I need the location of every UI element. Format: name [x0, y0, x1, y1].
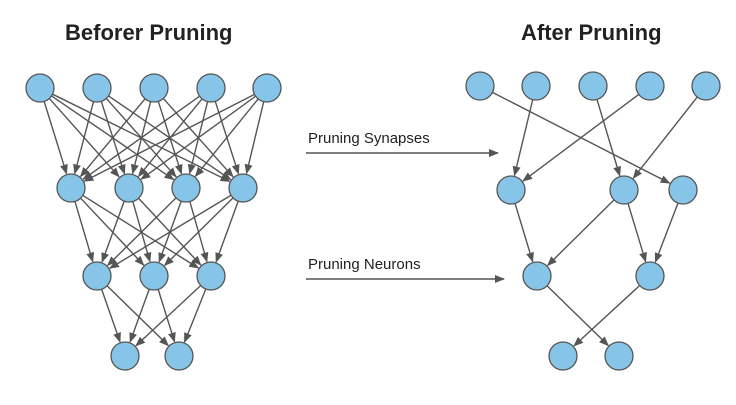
pruning-arrows	[306, 149, 505, 283]
after-edge-L1N1-L2N1	[627, 203, 647, 263]
after-edge-L0N1-L1N0	[512, 99, 534, 177]
after-node-L1N1	[609, 175, 639, 205]
before-edge-L0N4-L1N2	[194, 98, 259, 178]
after-edge-L1N2-L2N1	[654, 202, 679, 263]
before-edge-L1N0-L2N2	[82, 194, 200, 269]
after-edge-L0N4-L1N1	[632, 96, 698, 180]
before-edge-L1N3-L2N0	[108, 194, 232, 269]
title-before-pruning: Beforer Pruning	[65, 20, 233, 45]
before-node-L0N1	[82, 73, 112, 103]
after-node-L0N4	[691, 71, 721, 101]
before-edge-L2N0-L3N1	[106, 285, 169, 347]
after-network-nodes	[465, 71, 721, 371]
before-node-L0N3	[196, 73, 226, 103]
before-edge-L1N0-L2N0	[74, 201, 95, 263]
before-edge-L0N2-L1N0	[79, 98, 146, 178]
after-node-L0N3	[635, 71, 665, 101]
after-node-L3N1	[604, 341, 634, 371]
after-node-L1N2	[668, 175, 698, 205]
before-node-L0N0	[25, 73, 55, 103]
before-node-L1N2	[171, 173, 201, 203]
before-edge-L2N0-L3N0	[100, 288, 121, 343]
after-edge-L2N0-L3N1	[546, 285, 609, 347]
after-node-L3N0	[548, 341, 578, 371]
after-node-L1N0	[496, 175, 526, 205]
after-node-L2N0	[522, 261, 552, 291]
label-pruning-neurons: Pruning Neurons	[308, 256, 421, 273]
before-edge-L1N1-L2N0	[101, 200, 125, 263]
before-edge-L0N1-L1N0	[73, 101, 95, 175]
before-node-L1N3	[228, 173, 258, 203]
before-node-L2N1	[139, 261, 169, 291]
after-edge-L2N1-L3N0	[573, 284, 641, 347]
before-node-L1N1	[114, 173, 144, 203]
before-node-L3N0	[110, 341, 140, 371]
after-network-edges	[492, 91, 698, 347]
after-node-L2N1	[635, 261, 665, 291]
before-edge-L2N1-L3N1	[157, 289, 176, 343]
before-edge-L1N3-L2N1	[163, 197, 234, 267]
before-edge-L0N4-L1N0	[83, 93, 255, 182]
after-node-L0N0	[465, 71, 495, 101]
before-edge-L2N2-L3N1	[183, 288, 207, 344]
before-edge-L0N3-L1N0	[82, 95, 201, 180]
before-edge-L0N0-L1N0	[43, 101, 68, 175]
after-edge-L1N0-L2N0	[514, 203, 534, 263]
after-edge-L1N1-L2N0	[546, 199, 615, 267]
before-edge-L2N2-L3N0	[135, 285, 202, 347]
before-node-L2N2	[196, 261, 226, 291]
before-network-edges	[43, 93, 265, 347]
after-node-L0N1	[521, 71, 551, 101]
before-node-L2N0	[82, 261, 112, 291]
after-edge-L0N3-L1N0	[522, 93, 640, 182]
title-after-pruning: After Pruning	[521, 20, 662, 45]
before-node-L1N0	[56, 173, 86, 203]
before-edge-L1N2-L2N0	[106, 197, 177, 267]
before-node-L0N4	[252, 73, 282, 103]
before-node-L3N1	[164, 341, 194, 371]
before-edge-L0N4-L1N1	[140, 95, 257, 180]
before-edge-L0N4-L1N3	[244, 101, 265, 175]
after-node-L0N2	[578, 71, 608, 101]
before-network-nodes	[25, 73, 282, 371]
before-edge-L2N1-L3N0	[129, 288, 150, 343]
before-node-L0N2	[139, 73, 169, 103]
label-pruning-synapses: Pruning Synapses	[308, 130, 430, 147]
after-edge-L0N2-L1N1	[596, 99, 621, 177]
before-edge-L1N3-L2N2	[215, 200, 239, 263]
